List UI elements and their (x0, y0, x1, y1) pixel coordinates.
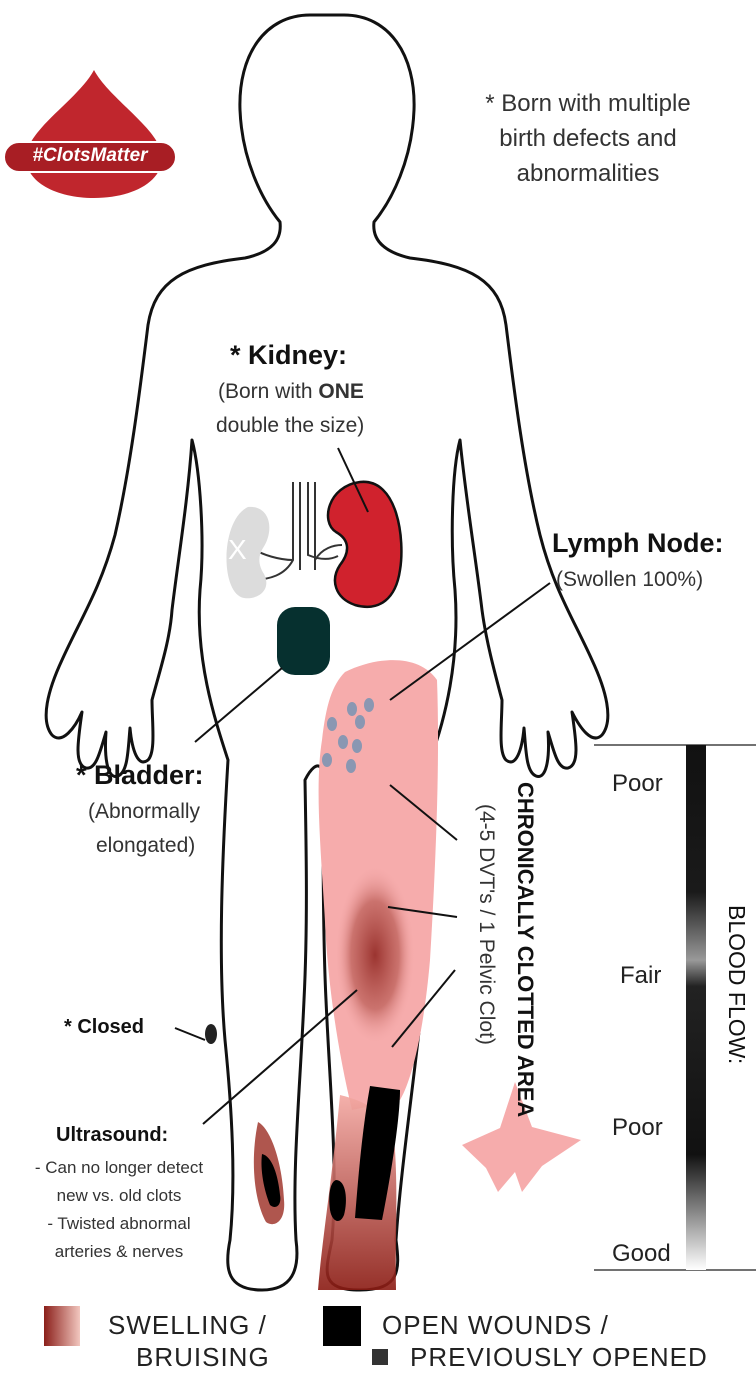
legend-swelling-line-2: BRUISING (136, 1342, 270, 1373)
kidney-line-1-bold: ONE (318, 380, 364, 403)
clotted-area-title: CHRONICALLY CLOTTED AREA (512, 782, 538, 1117)
legend-wounds-swatch (323, 1306, 361, 1346)
flow-level-middle: Fair (620, 962, 661, 990)
kidney-title: * Kidney: (230, 340, 347, 371)
birth-defects-note: * Born with multiple birth defects and a… (460, 86, 716, 191)
legend-wounds-line-1: OPEN WOUNDS / (382, 1310, 609, 1341)
missing-kidney-mark: X (228, 534, 247, 566)
flow-level-bottom: Good (612, 1240, 671, 1268)
legend-previously-opened-swatch (372, 1349, 388, 1365)
legend-swelling-line-1: SWELLING / (108, 1310, 267, 1341)
bladder-line-2: elongated) (96, 834, 195, 858)
ultrasound-line-4: arteries & nerves (14, 1238, 224, 1266)
legend-wounds-line-2: PREVIOUSLY OPENED (410, 1342, 708, 1373)
kidney-line-1-prefix: (Born with (218, 380, 318, 403)
clotted-area-sub: (4-5 DVT's / 1 Pelvic Clot) (474, 804, 498, 1045)
blood-flow-title: BLOOD FLOW: (723, 905, 750, 1064)
closed-wound-dot (205, 1024, 217, 1044)
flow-level-top: Poor (612, 770, 663, 798)
ultrasound-title: Ultrasound: (56, 1124, 168, 1147)
lymph-node-sub: (Swollen 100%) (556, 568, 703, 592)
clotsmatter-hashtag: #ClotsMatter (8, 145, 172, 167)
birth-defects-line-1: * Born with multiple (460, 86, 716, 121)
flow-scale-bar (686, 745, 706, 1270)
kidney-line-2: double the size) (216, 414, 364, 438)
birth-defects-line-3: abnormalities (460, 156, 716, 191)
legend-swelling-swatch (44, 1306, 80, 1346)
wound-ankle-right (329, 1180, 346, 1221)
bladder-shape (277, 607, 330, 675)
bruise-calf (335, 865, 415, 1045)
bladder-line-1: (Abnormally (88, 800, 200, 824)
closed-label: * Closed (64, 1016, 144, 1039)
ultrasound-line-3: - Twisted abnormal (14, 1210, 224, 1238)
kidney-line-1: (Born with ONE (218, 380, 364, 404)
birth-defects-line-2: birth defects and (460, 121, 716, 156)
bladder-title: * Bladder: (76, 760, 204, 791)
lymph-node-title: Lymph Node: (552, 528, 724, 559)
ultrasound-line-2: new vs. old clots (14, 1182, 224, 1210)
flow-level-lower: Poor (612, 1114, 663, 1142)
blood-drop-shape (26, 70, 162, 198)
ultrasound-notes: - Can no longer detect new vs. old clots… (14, 1154, 224, 1266)
ultrasound-line-1: - Can no longer detect (14, 1154, 224, 1182)
